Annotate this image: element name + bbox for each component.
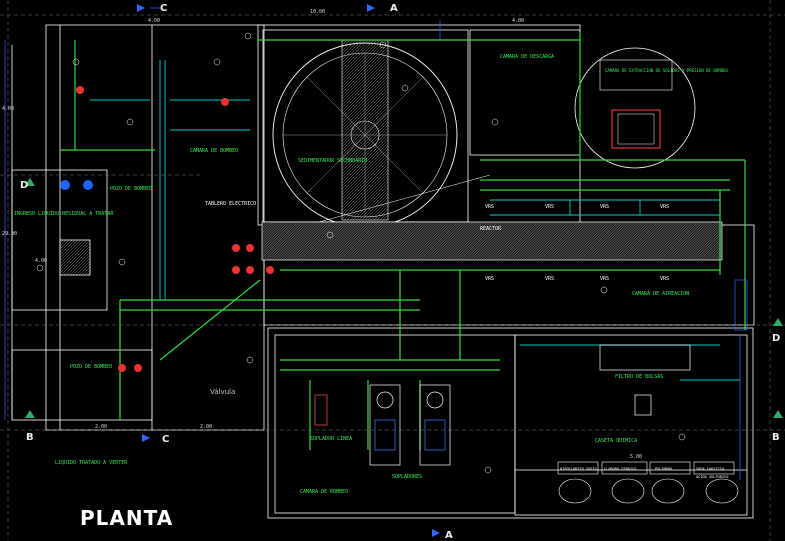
pipe-tag-5: VRS (485, 276, 494, 282)
pipe-tag-2: VRS (545, 204, 554, 210)
chemical-tanks (557, 461, 739, 504)
control-room-label: CAMARA DE BOMBEO (300, 489, 348, 495)
left-pumps (59, 86, 274, 372)
bombeo-chamber-label: CAMARA DE BOMBEO (190, 148, 238, 154)
effluent-label: LIQUIDO TRATADO A VERTER (55, 460, 128, 466)
pipe-tag-8: VRS (660, 276, 669, 282)
drawing-title: PLANTA (80, 506, 173, 530)
valve-label: Válvula (210, 388, 235, 396)
dim-left-mid: 4.00 (35, 258, 47, 264)
tank-legend-2: CLORURO FERRICO (604, 467, 636, 471)
quimica-label: CASETA QUIMICA (595, 438, 637, 444)
pipe-tag-7: VRS (600, 276, 609, 282)
level-markers (36, 32, 686, 474)
extraction-chamber (574, 47, 696, 169)
reactor-channel (261, 221, 723, 261)
extraction-label: CAMARA DE EXTRACCION DE SOLIDOS Y PRESIO… (605, 68, 728, 73)
tank-legend-5: ACIDO SULFURICO (696, 475, 728, 479)
pipe-tag-4: VRS (660, 204, 669, 210)
section-mark-b-left: B (26, 432, 34, 443)
section-mark-c-top: C (160, 3, 167, 14)
reactor-label: REACTOR (480, 226, 502, 232)
pipe-tag-6: VRS (545, 276, 554, 282)
pipe-tag-1: VRS (485, 204, 494, 210)
section-mark-a-bottom: A (445, 530, 453, 541)
tablero-label: TABLERO ELECTRICO (205, 201, 256, 207)
tank-legend-1: HIPOCLORITO SODIO (560, 467, 597, 471)
dim-bottom-a: 2.00 (95, 424, 107, 430)
dim-top-right: 4.00 (512, 18, 524, 24)
cyan-ducts (90, 60, 740, 381)
discharge-label: CAMARA DE DESCARGA (500, 54, 554, 60)
section-callouts (25, 4, 783, 537)
influent-label: INGRESO LIQUIDO RESIDUAL A TRATAR (14, 211, 114, 217)
section-mark-a-top: A (390, 3, 398, 14)
tank-legend-4: SODA CAUSTICA (696, 467, 725, 471)
section-mark-b-right: B (772, 432, 780, 443)
clarifier-label: SEDIMENTADOR SECUNDARIO (298, 158, 367, 164)
dim-bottom-b: 2.00 (200, 424, 212, 430)
section-mark-d-right: D (772, 333, 780, 344)
tank-legend-3: POLIMERO (655, 467, 672, 471)
filter-label: FILTRO DE BOLSAS (615, 374, 663, 380)
blowers-label: SOPLADORES (392, 474, 422, 480)
pipe-tag-3: VRS (600, 204, 609, 210)
pozo-upper-label: POZO DE BOMBEO (110, 186, 152, 192)
dim-left-total: 29.90 (2, 231, 17, 237)
dim-bottom-c: 5.00 (630, 454, 642, 460)
dim-top-mid: 10.00 (310, 9, 325, 15)
green-piping (60, 32, 746, 450)
section-mark-c-bottom: C (162, 434, 169, 445)
blowers (314, 344, 691, 466)
section-mark-d-left: D (20, 180, 28, 191)
aeration-label: CAMARA DE AIREACION (632, 291, 689, 297)
pozo-lower-label: POZO DE BOMBEO (70, 364, 112, 370)
dim-left-upper: 4.00 (2, 106, 14, 112)
dim-top-left: 4.00 (148, 18, 160, 24)
blue-lines (4, 20, 748, 480)
blower-line-label: SOPLADOR LINEA (310, 436, 352, 442)
